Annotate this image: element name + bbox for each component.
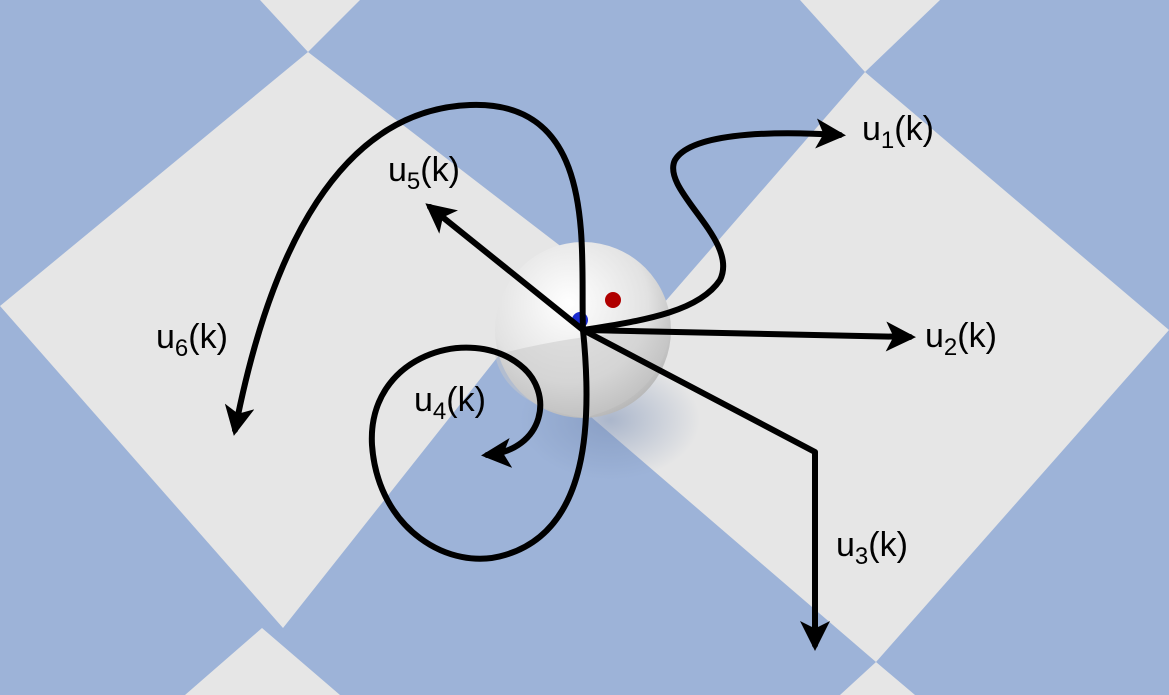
red-marker: [605, 292, 621, 308]
floor-tile: [0, 52, 576, 628]
trajectory-u3: [580, 327, 830, 651]
trajectory-u5: [425, 203, 586, 333]
label-u6: u6(k): [156, 318, 228, 362]
trajectory-u4: [368, 327, 590, 562]
floor-tile: [260, 0, 360, 52]
label-u2: u2(k): [925, 317, 997, 361]
trajectory-u1: [580, 118, 846, 333]
floor-tile: [840, 662, 915, 695]
trajectory-u6: [224, 101, 586, 436]
label-u3: u3(k): [836, 526, 908, 570]
floor-tile: [576, 72, 1169, 662]
label-u1: u1(k): [862, 110, 934, 154]
trajectory-u2: [580, 321, 916, 352]
floor-tile: [185, 628, 340, 695]
label-u5: u5(k): [388, 151, 460, 195]
floor-tile: [800, 0, 940, 72]
label-u4: u4(k): [414, 381, 486, 425]
